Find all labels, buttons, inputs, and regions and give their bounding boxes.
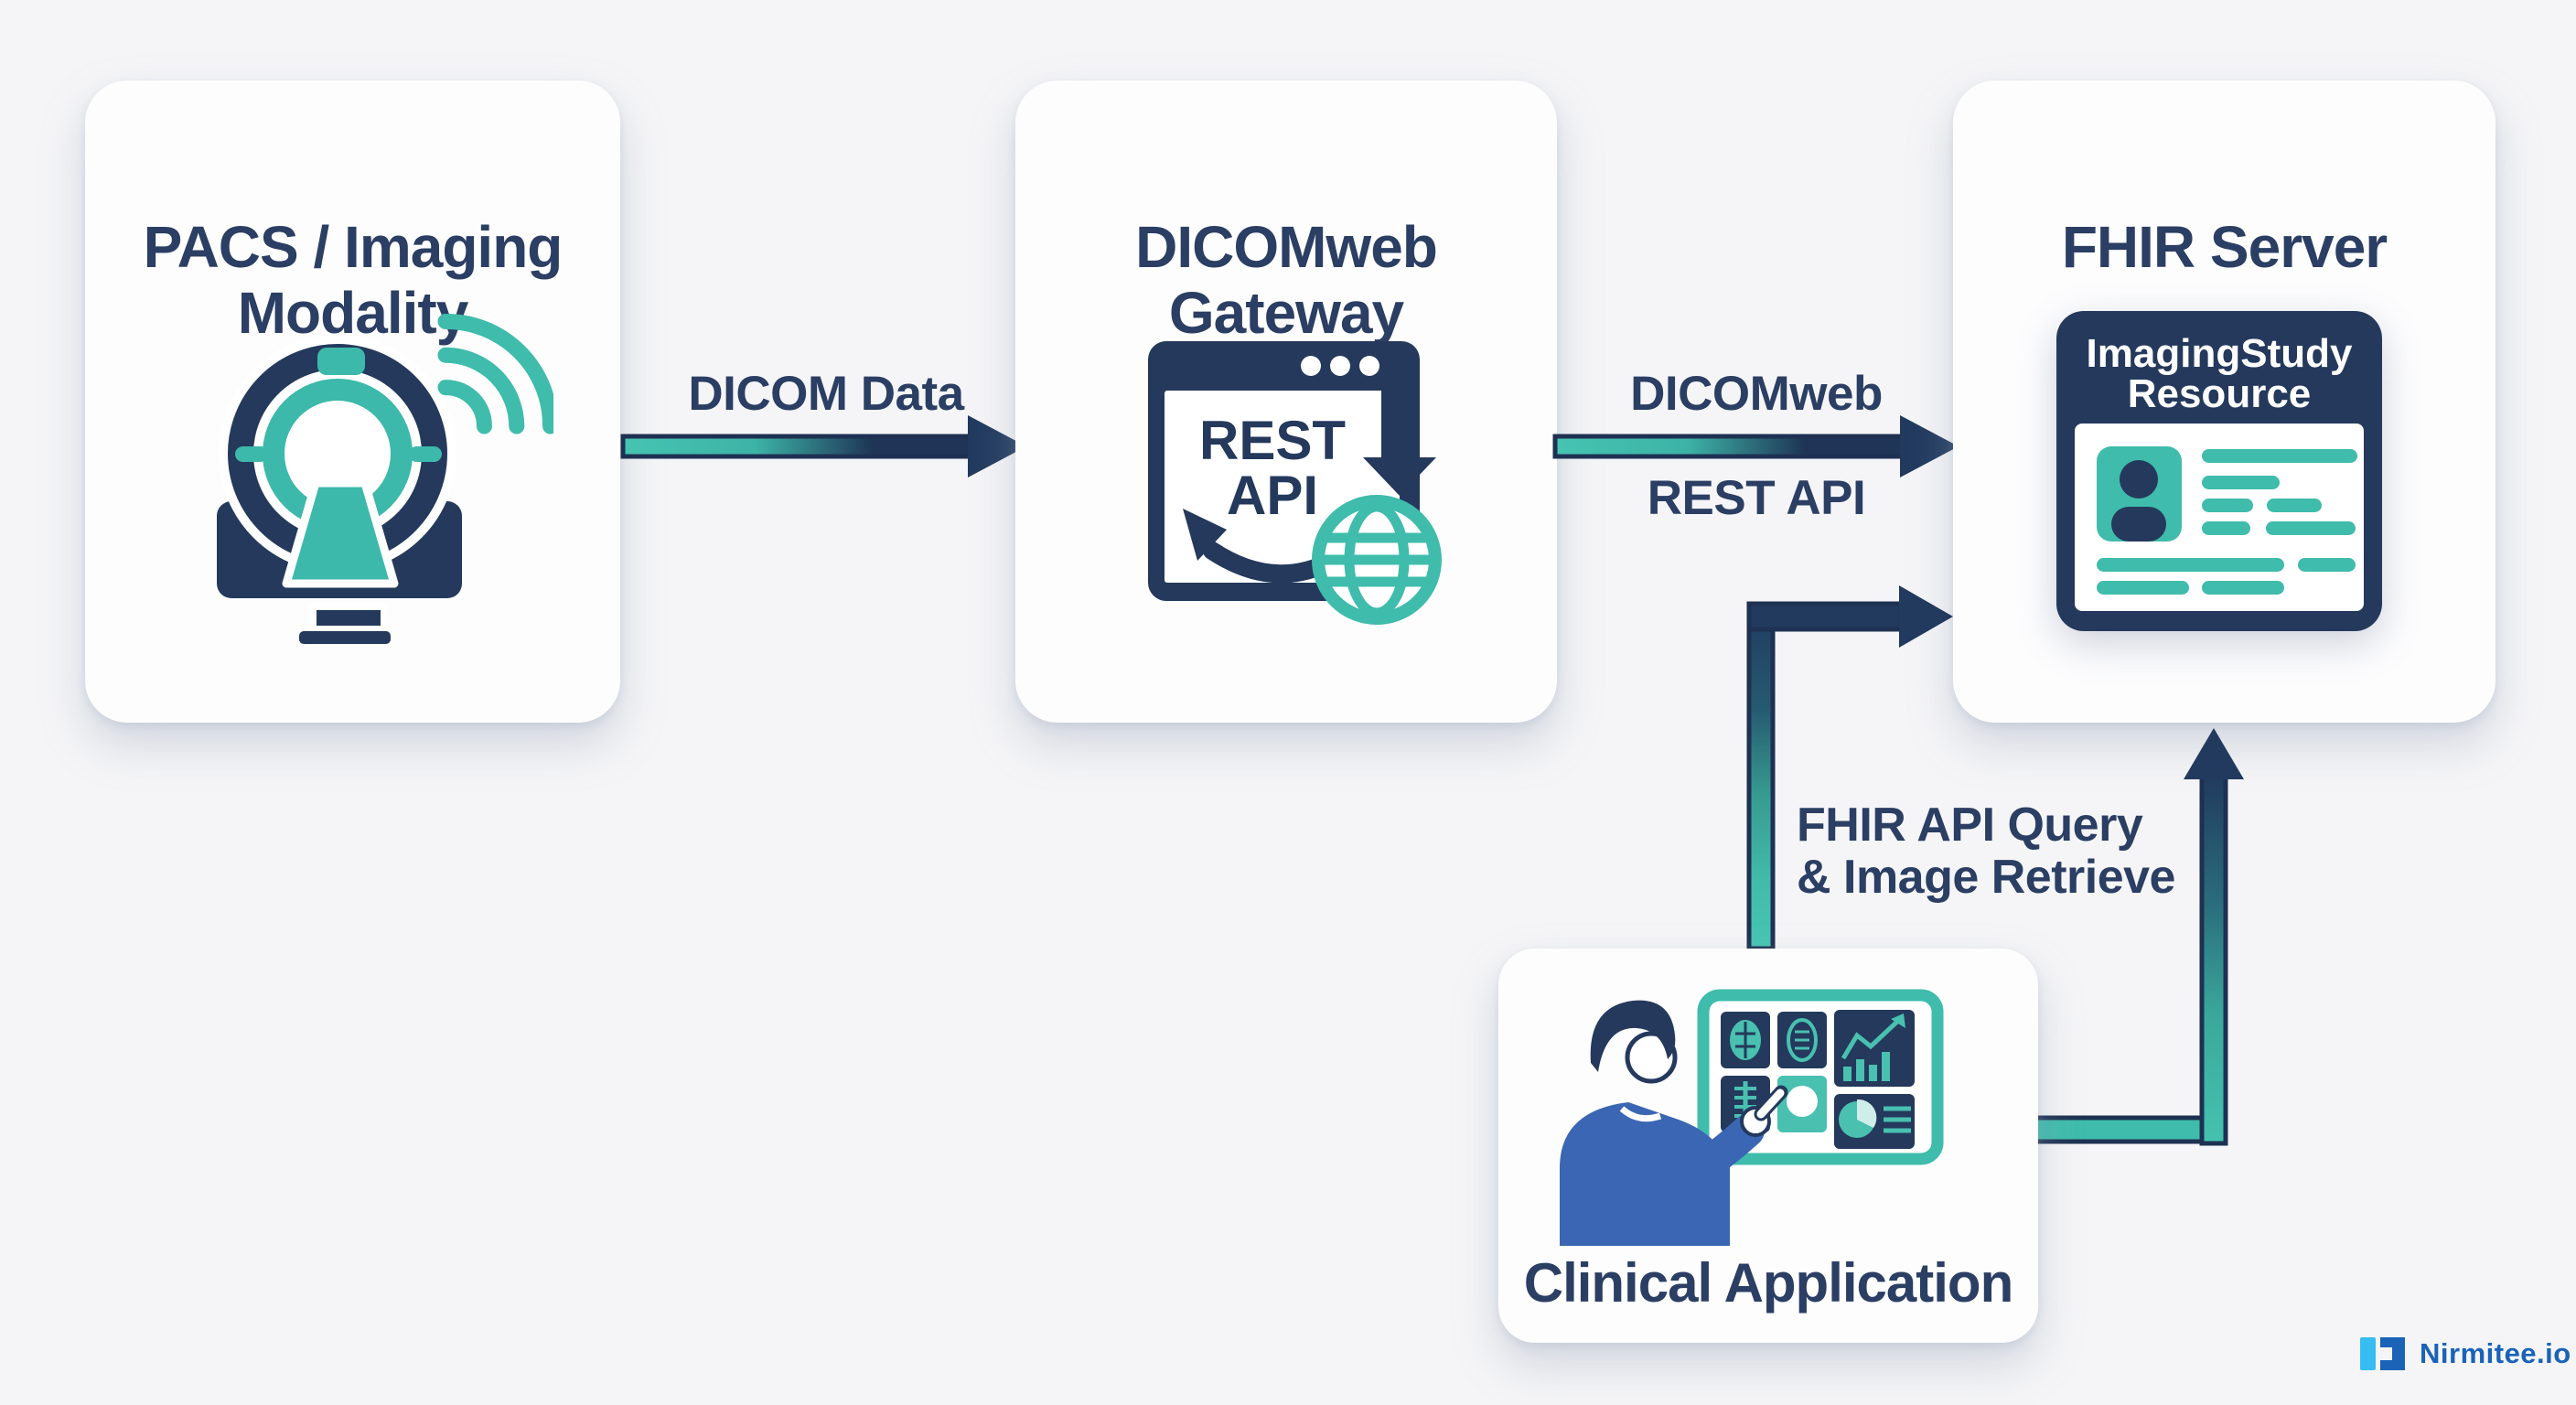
node-dicomweb-gateway: DICOMweb Gateway REST API: [1015, 80, 1557, 723]
node-pacs: PACS / Imaging Modality: [85, 80, 620, 723]
arrow-dicomweb-rest-api: [1552, 415, 1959, 477]
rest-api-icon: REST API: [1148, 341, 1442, 625]
logo-mark-cyan-bar: [2360, 1337, 2376, 1370]
wireless-signal-icon: [437, 313, 553, 434]
label-dicomweb: DICOMweb: [1630, 367, 1883, 421]
query-label-line2: & Image Retrieve: [1797, 851, 2175, 904]
globe-icon: [1312, 495, 1442, 625]
brand-logo: Nirmitee.io: [2360, 1337, 2571, 1370]
browser-dot-icon: [1330, 356, 1350, 376]
download-arrow-icon: [1363, 359, 1436, 496]
arrow-dicom-data: [620, 415, 1026, 477]
label-rest-api: REST API: [1647, 471, 1866, 525]
card-title-line2: Resource: [2128, 371, 2312, 416]
card-title-line1: ImagingStudy: [2087, 331, 2353, 376]
pacs-title-line2: Modality: [237, 280, 469, 346]
gateway-title-line1: DICOMweb: [1135, 214, 1438, 280]
clinician-viewing-images-icon: [1560, 989, 1944, 1246]
gateway-title: DICOMweb Gateway: [1015, 214, 1557, 346]
clinical-title: Clinical Application: [1498, 1250, 2038, 1316]
rest-api-text-line1: REST: [1199, 410, 1346, 471]
imaging-study-resource-card: ImagingStudy Resource: [2056, 311, 2382, 631]
label-dicom-data: DICOM Data: [688, 367, 964, 421]
node-clinical-application: Clinical Application: [1498, 949, 2038, 1343]
record-lines-icon: [2097, 449, 2357, 595]
brand-name: Nirmitee.io: [2420, 1337, 2571, 1369]
logo-mark-blue-bracket: [2380, 1337, 2405, 1370]
pacs-title: PACS / Imaging Modality: [85, 214, 620, 346]
arrow-fhir-api-query: [1746, 585, 1953, 951]
ct-scanner-icon: [217, 313, 553, 644]
patient-avatar-icon: [2097, 446, 2182, 542]
node-fhir-server: FHIR Server ImagingStudy Resource: [1953, 80, 2496, 723]
query-label-line1: FHIR API Query: [1797, 799, 2143, 852]
browser-dot-icon: [1359, 356, 1379, 376]
clinician-icon: [1560, 1000, 1788, 1246]
rest-api-text-line2: API: [1227, 465, 1318, 526]
gateway-title-line2: Gateway: [1168, 280, 1404, 346]
arrow-image-retrieve: [2035, 728, 2244, 1146]
fhir-title: FHIR Server: [1953, 214, 2496, 280]
browser-dot-icon: [1301, 356, 1321, 376]
fhir-title-text: FHIR Server: [2061, 214, 2388, 280]
clinical-title-text: Clinical Application: [1523, 1252, 2014, 1314]
pacs-title-line1: PACS / Imaging: [143, 214, 564, 280]
label-fhir-api-query: FHIR API Query & Image Retrieve: [1797, 799, 2175, 904]
